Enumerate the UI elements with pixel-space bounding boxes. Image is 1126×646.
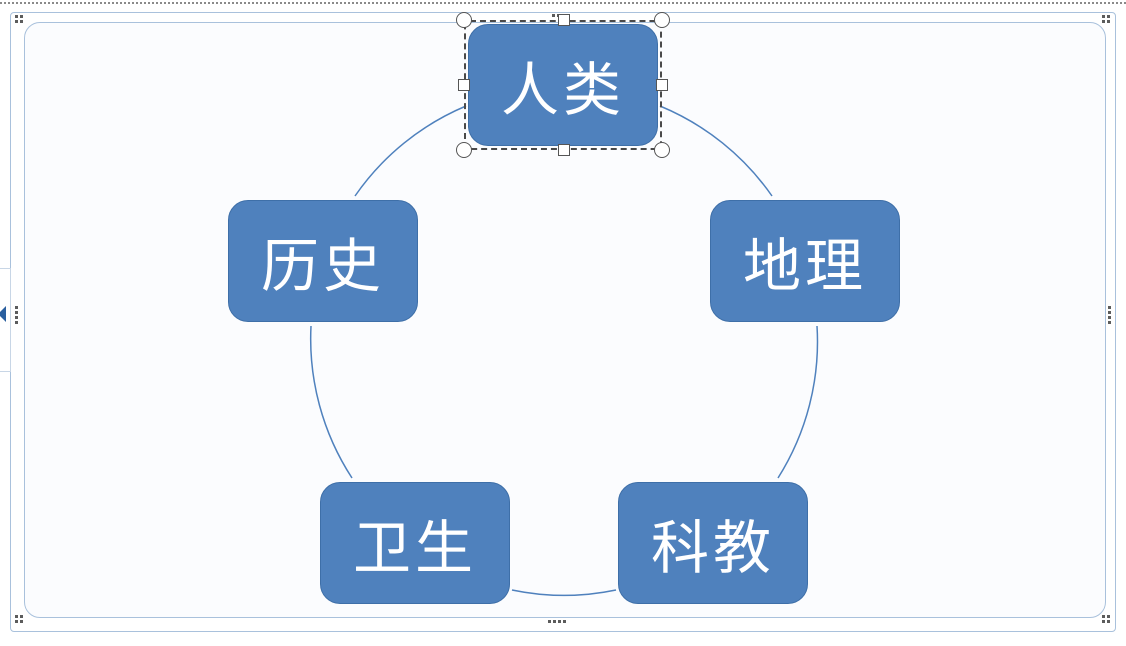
expand-text-pane-icon[interactable] bbox=[0, 306, 6, 322]
selection-handle-left[interactable] bbox=[458, 79, 470, 91]
connector-right-bottomright bbox=[777, 325, 819, 479]
resize-handle-right[interactable] bbox=[1108, 306, 1111, 324]
cycle-node-label: 历史 bbox=[260, 232, 385, 300]
connector-bottomright-bottomleft bbox=[511, 589, 617, 597]
cycle-node-label: 卫生 bbox=[352, 514, 477, 582]
cycle-node-top[interactable]: 人类 bbox=[468, 24, 658, 146]
selection-handle-bottom[interactable] bbox=[558, 144, 570, 156]
connector-bottomleft-left bbox=[309, 325, 353, 479]
top-dashed-border bbox=[0, 2, 1126, 4]
selection-handle-top-right[interactable] bbox=[654, 12, 670, 28]
cycle-node-right[interactable]: 地理 bbox=[710, 200, 900, 322]
selection-outline bbox=[464, 20, 662, 150]
resize-handle-bottom-right[interactable] bbox=[1102, 615, 1110, 623]
selection-handle-bottom-left[interactable] bbox=[456, 142, 472, 158]
resize-handle-left[interactable] bbox=[15, 306, 18, 324]
cycle-node-label: 地理 bbox=[742, 232, 867, 300]
resize-handle-top-left[interactable] bbox=[15, 15, 23, 23]
selection-handle-top-left[interactable] bbox=[456, 12, 472, 28]
cycle-node-bottom-right[interactable]: 科教 bbox=[618, 482, 808, 604]
resize-handle-bottom-left[interactable] bbox=[15, 615, 23, 623]
connector-left-top bbox=[354, 105, 467, 197]
selection-handle-bottom-right[interactable] bbox=[654, 142, 670, 158]
selection-handle-right[interactable] bbox=[656, 79, 668, 91]
resize-handle-top-right[interactable] bbox=[1102, 15, 1110, 23]
cycle-node-label: 科教 bbox=[650, 514, 775, 582]
connector-top-right bbox=[659, 105, 773, 197]
resize-handle-bottom[interactable] bbox=[548, 620, 566, 623]
cycle-node-label: 人类 bbox=[500, 56, 625, 124]
selection-handle-top[interactable] bbox=[558, 14, 570, 26]
cycle-node-bottom-left[interactable]: 卫生 bbox=[320, 482, 510, 604]
cycle-node-left[interactable]: 历史 bbox=[228, 200, 418, 322]
